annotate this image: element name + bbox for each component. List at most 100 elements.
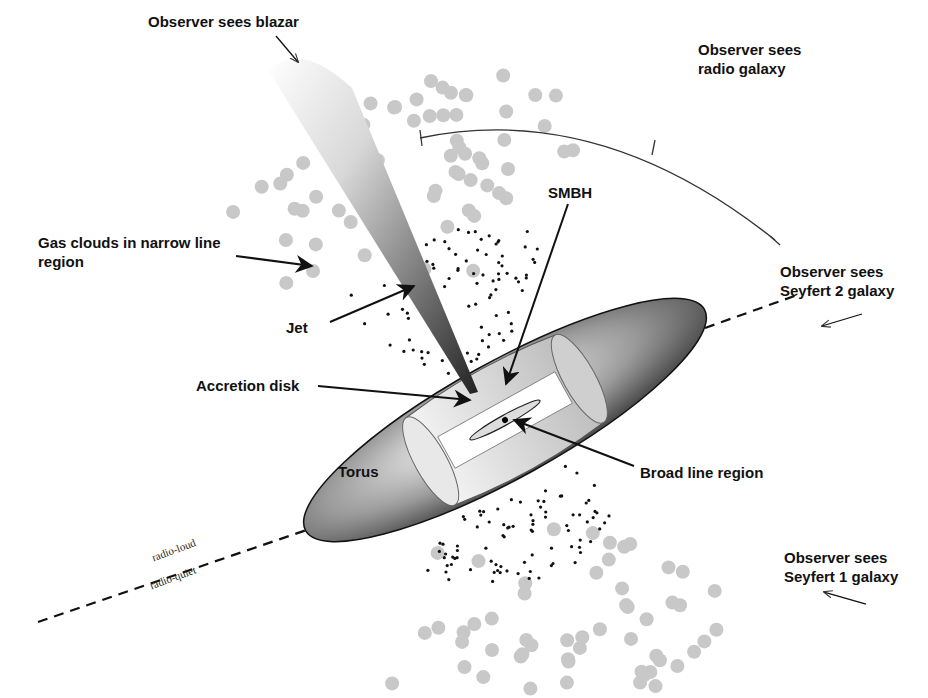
narrow-line-cloud (640, 612, 654, 626)
part-label: SMBH (548, 183, 608, 202)
gas-dot (559, 495, 562, 498)
gas-dot (537, 576, 540, 579)
narrow-line-cloud (255, 180, 269, 194)
gas-dot (565, 524, 568, 527)
gas-dot (476, 525, 479, 528)
gas-dot (537, 499, 540, 502)
gas-dot (579, 539, 582, 542)
gas-dot (529, 570, 532, 573)
part-label: Jet (286, 318, 336, 337)
gas-dot (456, 549, 459, 552)
narrow-line-cloud (462, 204, 476, 218)
narrow-line-cloud (575, 630, 589, 644)
gas-dot (456, 556, 459, 559)
gas-dot (401, 308, 404, 311)
narrow-line-cloud (476, 670, 490, 684)
part-label: Broad line region (640, 463, 800, 482)
gas-dot (470, 360, 473, 363)
narrow-line-cloud (697, 634, 711, 648)
gas-dot (444, 552, 447, 555)
gas-dot (589, 540, 592, 543)
observer-label: Observer sees Seyfert 2 galaxy (780, 262, 928, 300)
axis-label: radio-quiet (148, 563, 197, 591)
narrow-line-cloud (387, 101, 401, 115)
narrow-line-cloud (431, 546, 445, 560)
gas-dot (488, 234, 491, 237)
observer-label: Observer sees Seyfert 1 galaxy (784, 548, 924, 586)
radio-galaxy-arc (420, 130, 780, 245)
narrow-line-cloud (464, 173, 478, 187)
narrow-line-cloud (643, 665, 657, 679)
narrow-line-cloud (309, 190, 323, 204)
gas-dot (406, 312, 409, 315)
gas-dot (488, 333, 491, 336)
gas-dot (607, 514, 610, 517)
gas-dot (495, 242, 498, 245)
gas-dot (476, 249, 479, 252)
gas-dot (474, 303, 477, 306)
gas-dot (479, 514, 482, 517)
gas-dot (447, 578, 450, 581)
gas-dot (487, 345, 490, 348)
narrow-line-cloud (332, 204, 346, 218)
gas-dot (432, 267, 435, 270)
gas-dot (523, 561, 526, 564)
gas-dot (578, 546, 581, 549)
gas-dot (496, 569, 499, 572)
gas-dot (467, 231, 470, 234)
gas-dot (529, 513, 532, 516)
gas-dot (491, 580, 494, 583)
gas-dot (592, 516, 595, 519)
narrow-line-cloud (496, 69, 510, 83)
gas-dot (497, 261, 500, 264)
gas-dot (480, 238, 483, 241)
gas-dot (457, 267, 460, 270)
narrow-line-cloud (615, 581, 629, 595)
jet (268, 58, 478, 394)
gas-dot (567, 529, 570, 532)
narrow-line-cloud (538, 119, 552, 133)
gas-dot (446, 564, 449, 567)
gas-dot (506, 272, 509, 275)
narrow-line-cloud (407, 114, 421, 128)
gas-dot (499, 571, 502, 574)
narrow-line-cloud (344, 215, 358, 229)
gas-dot (505, 569, 508, 572)
narrow-line-cloud (436, 81, 450, 95)
gas-dot (481, 273, 484, 276)
gas-dot (481, 339, 484, 342)
gas-dot (447, 247, 450, 250)
gas-dot (531, 519, 534, 522)
gas-dot (524, 245, 527, 248)
gas-dot (497, 278, 500, 281)
narrow-line-cloud (459, 88, 473, 102)
narrow-line-cloud (523, 682, 537, 696)
narrow-line-cloud (676, 565, 690, 579)
narrow-line-cloud (593, 622, 607, 636)
gas-dot (502, 339, 505, 342)
gas-dot (598, 527, 601, 530)
narrow-line-cloud (423, 109, 437, 123)
narrow-line-cloud (589, 566, 603, 580)
narrow-line-cloud (624, 632, 638, 646)
gas-dot (510, 498, 513, 501)
gas-dot (526, 230, 529, 233)
gas-dot (387, 313, 390, 316)
gas-dot (475, 282, 478, 285)
narrow-line-cloud (418, 626, 432, 640)
narrow-line-cloud (388, 100, 402, 114)
gas-dot (484, 547, 487, 550)
narrow-line-cloud (499, 105, 513, 119)
gas-dot (517, 572, 520, 575)
gas-dot (489, 293, 492, 296)
gas-dot (593, 484, 596, 487)
gas-dot (593, 510, 596, 513)
gas-dot (407, 317, 410, 320)
gas-dot (501, 254, 504, 257)
gas-dot (514, 277, 517, 280)
gas-dot (443, 285, 446, 288)
gas-dot (585, 501, 588, 504)
gas-dot (574, 561, 577, 564)
part-label: Accretion disk (196, 376, 336, 395)
